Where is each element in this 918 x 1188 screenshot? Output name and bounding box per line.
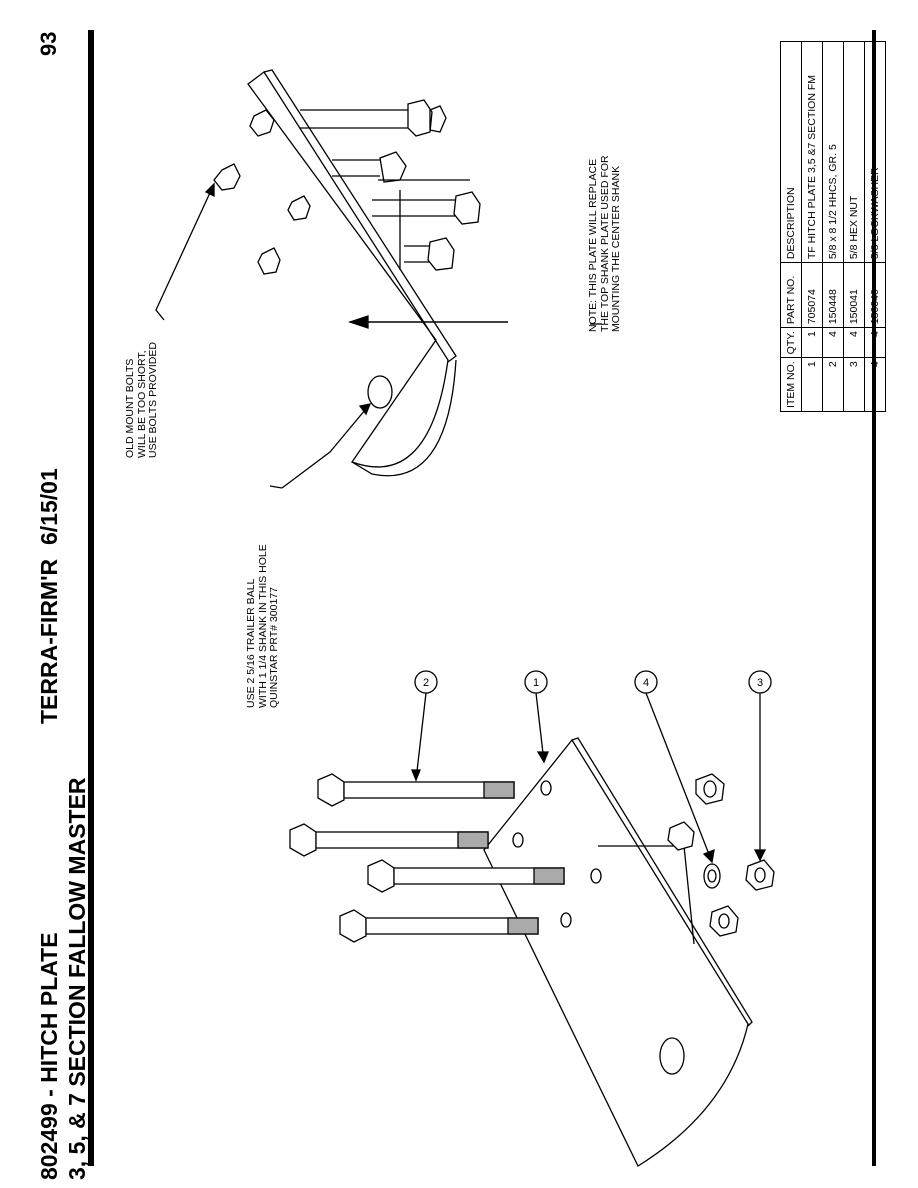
cell-qty: 4 xyxy=(864,327,886,358)
balloon-2: 2 xyxy=(423,677,429,689)
cell-desc: TF HITCH PLATE 3,5 &7 SECTION FM xyxy=(801,41,823,263)
header-qty: QTY. xyxy=(780,327,802,358)
cell-qty: 4 xyxy=(822,327,844,358)
table-row: 4 4 150040 5/8 LOCKWASHER xyxy=(864,41,886,412)
hex-bolts xyxy=(289,773,565,943)
note-line: OLD MOUNT BOLTS xyxy=(124,358,136,458)
header-part-no: PART NO. xyxy=(780,262,802,328)
cell-item: 3 xyxy=(843,357,865,412)
note-line: USE 2 5/16 TRAILER BALL xyxy=(245,578,257,708)
note-line: USE BOLTS PROVIDED xyxy=(147,342,159,458)
page-edge-rule xyxy=(872,30,876,1166)
header-item-no: ITEM NO. xyxy=(780,357,802,412)
trailer-ball-note: USE 2 5/16 TRAILER BALL WITH 1 1/4 SHANK… xyxy=(245,544,281,708)
cell-desc: 5/8 HEX NUT xyxy=(843,41,865,263)
table-row: 3 4 150041 5/8 HEX NUT xyxy=(843,41,865,412)
cell-qty: 4 xyxy=(843,327,865,358)
cell-part: 705074 xyxy=(801,262,823,328)
note-line: NOTE: THIS PLATE WILL REPLACE xyxy=(587,158,599,332)
cell-part: 150040 xyxy=(864,262,886,328)
balloon-4: 4 xyxy=(643,677,649,689)
parts-table: ITEM NO. QTY. PART NO. DESCRIPTION 1 1 7… xyxy=(780,41,886,412)
cell-part: 150448 xyxy=(822,262,844,328)
hitch-plate-part xyxy=(483,737,753,1167)
header-description: DESCRIPTION xyxy=(780,41,802,263)
table-header-row: ITEM NO. QTY. PART NO. DESCRIPTION xyxy=(780,41,802,412)
table-row: 2 4 150448 5/8 x 8 1/2 HHCS, GR. 5 xyxy=(822,41,844,412)
table-row: 1 1 705074 TF HITCH PLATE 3,5 &7 SECTION… xyxy=(801,41,823,412)
replacement-note: NOTE: THIS PLATE WILL REPLACE THE TOP SH… xyxy=(587,155,623,332)
cell-desc: 5/8 x 8 1/2 HHCS, GR. 5 xyxy=(822,41,844,263)
note-line: QUINSTAR PRT# 300177 xyxy=(268,587,280,708)
cell-part: 150041 xyxy=(843,262,865,328)
header-rule xyxy=(88,30,94,1166)
note-line: MOUNTING THE CENTER SHANK xyxy=(610,165,622,332)
cell-qty: 1 xyxy=(801,327,823,358)
cell-item: 1 xyxy=(801,357,823,412)
installed-hitch-plate xyxy=(213,69,481,477)
balloon-1: 1 xyxy=(533,677,539,689)
nuts-and-washers xyxy=(667,773,775,937)
cell-desc: 5/8 LOCKWASHER xyxy=(864,41,886,263)
cell-item: 4 xyxy=(864,357,886,412)
balloon-3: 3 xyxy=(757,677,763,689)
cell-item: 2 xyxy=(822,357,844,412)
old-bolts-note: OLD MOUNT BOLTS WILL BE TOO SHORT, USE B… xyxy=(124,342,160,458)
